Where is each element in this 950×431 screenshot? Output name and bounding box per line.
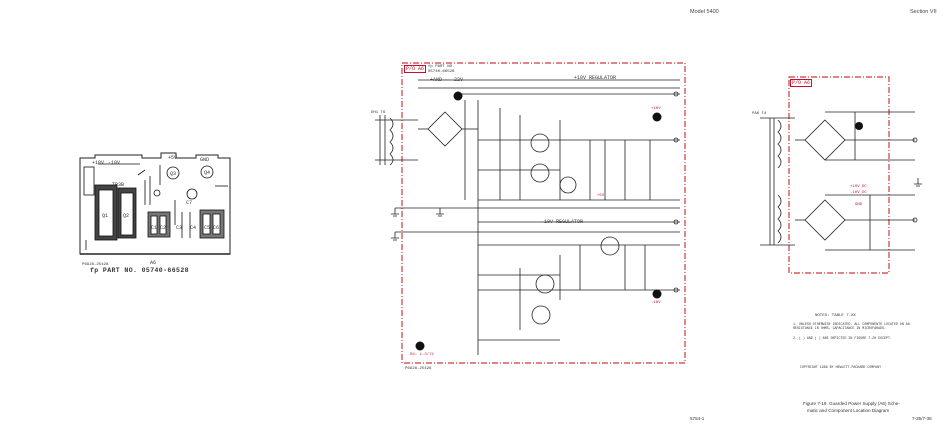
board-id: A6: [150, 260, 157, 266]
notes-title: NOTES: TABLE 7-XX: [815, 314, 856, 318]
page-header-model: Model 5400: [690, 9, 719, 15]
board-top-label-4: GND: [200, 157, 210, 163]
center-board-tag: P/O A6: [404, 65, 427, 73]
page-header-section: Section VII: [910, 9, 937, 15]
center-board-info-1: fp PART NO.: [428, 65, 455, 69]
component-label-q4: Q4: [204, 170, 211, 176]
component-label-c6: C6: [213, 225, 220, 231]
component-label-c5: C5: [204, 225, 211, 231]
component-label-tp3b: TP3B: [112, 182, 125, 188]
voltage-marker-2: -10V: [651, 301, 661, 305]
voltage-marker-6: GND: [855, 203, 863, 207]
pc-board-components: [83, 163, 228, 250]
figure-caption-line-2: matic and Component Location Diagram: [807, 408, 890, 413]
neg-regulator-label: -10V REGULATOR: [541, 219, 584, 225]
pos-regulator-label: +10V REGULATOR: [574, 75, 617, 81]
component-label-q1: Q1: [102, 213, 109, 219]
figure-code: 5754-1: [690, 416, 705, 421]
right-test-points: [855, 122, 863, 130]
center-gnd-label: +AND -- 22V: [430, 77, 464, 83]
center-test-points: [415, 91, 662, 351]
component-label-c2: C2: [160, 225, 167, 231]
right-wiring: [760, 111, 922, 251]
center-input-label: DH1 T6: [371, 111, 386, 115]
right-board-tag: P/O A6: [790, 79, 813, 87]
board-top-label-3: +5V: [168, 155, 178, 161]
component-label-c4: C4: [190, 225, 197, 231]
figure-page-number: 7-35/7-36: [912, 416, 932, 421]
note-1: 1. UNLESS OTHERWISE INDICATED, ALL COMPO…: [793, 322, 912, 330]
copyright: COPYRIGHT 1969 BY HEWLETT-PACKARD COMPAN…: [800, 365, 882, 369]
component-label-c7: C7: [186, 200, 193, 206]
voltage-marker-1: +10V: [651, 107, 661, 111]
pc-board-outline: [79, 152, 231, 255]
component-label-q2: Q2: [123, 213, 130, 219]
center-wiring: [375, 79, 680, 355]
board-part-number: fp PART NO. 05740-66528: [90, 267, 189, 274]
center-boundary: [401, 62, 686, 364]
right-boundary: [788, 76, 890, 274]
right-input-label: PA6 T4: [752, 112, 767, 116]
component-label-c3: C3: [176, 225, 183, 231]
figure-caption-line-1: Figure 7-19. Guarded Power Supply (A6) S…: [803, 401, 900, 406]
voltage-marker-5: -10V DC: [850, 191, 867, 195]
component-label-c1: C1: [151, 225, 158, 231]
board-top-label-2: -10V: [108, 160, 121, 166]
voltage-marker-4: +10V DC: [850, 185, 867, 189]
center-ref-label: R4: L-3/71: [410, 353, 435, 357]
center-board-info-2: 05740-66528: [428, 70, 455, 74]
note-2: 2. ( ) AND ( ) ARE DEPICTED IN FIGURE 7-…: [793, 336, 892, 340]
center-footer-code: P6928-25428: [405, 367, 432, 371]
board-code: P6928-25428: [82, 263, 109, 267]
component-label-q3: Q3: [170, 171, 177, 177]
board-top-label-1: +10V: [92, 160, 105, 166]
voltage-marker-3: +5V: [597, 194, 605, 198]
